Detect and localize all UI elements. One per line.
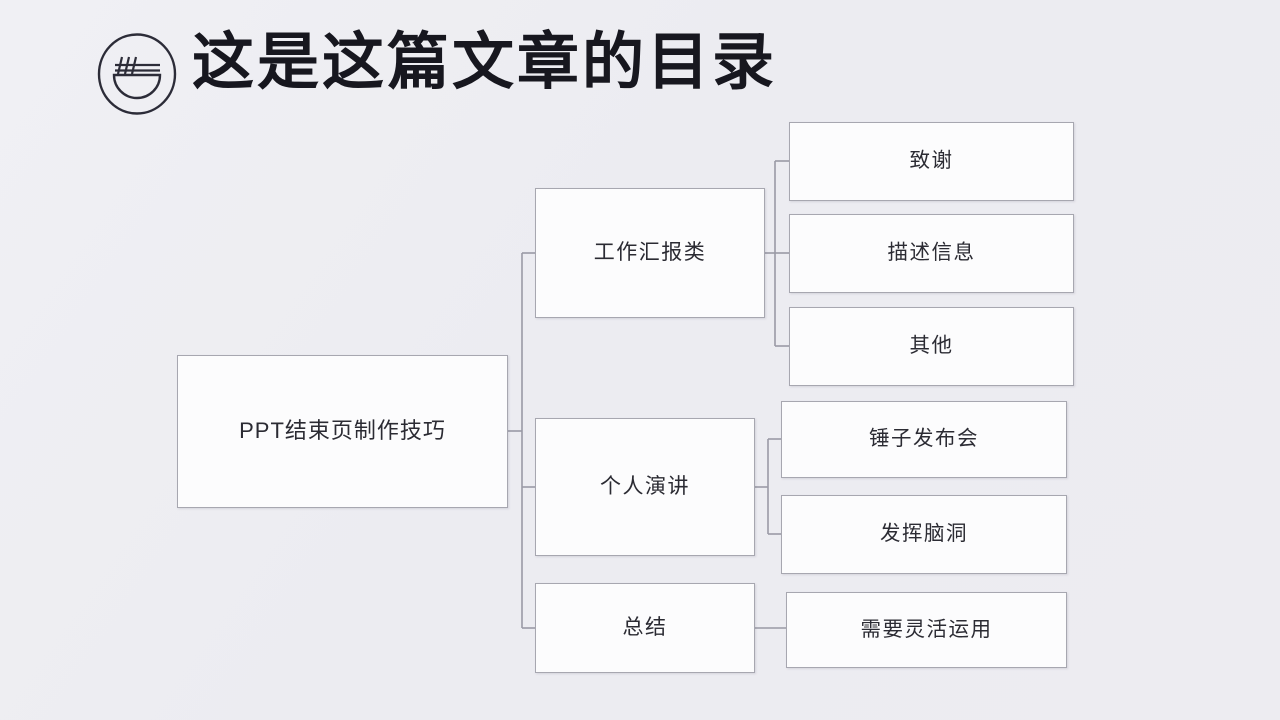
tree-node-leaf-1-3[interactable]: 其他	[789, 307, 1074, 386]
tree-node-branch-2[interactable]: 个人演讲	[535, 418, 755, 556]
tree-node-leaf-1-2[interactable]: 描述信息	[789, 214, 1074, 293]
tree-node-root[interactable]: PPT结束页制作技巧	[177, 355, 508, 508]
tree-node-leaf-3-1[interactable]: 需要灵活运用	[786, 592, 1067, 668]
tree-node-branch-3[interactable]: 总结	[535, 583, 755, 673]
tree-node-leaf-1-1[interactable]: 致谢	[789, 122, 1074, 201]
tree-node-leaf-2-2[interactable]: 发挥脑洞	[781, 495, 1067, 574]
tree-node-leaf-2-1[interactable]: 锤子发布会	[781, 401, 1067, 478]
tree-node-branch-1[interactable]: 工作汇报类	[535, 188, 765, 318]
slide-header: 这是这篇文章的目录	[0, 0, 1280, 130]
noodle-bowl-icon	[96, 33, 178, 115]
page-title: 这是这篇文章的目录	[192, 29, 778, 97]
